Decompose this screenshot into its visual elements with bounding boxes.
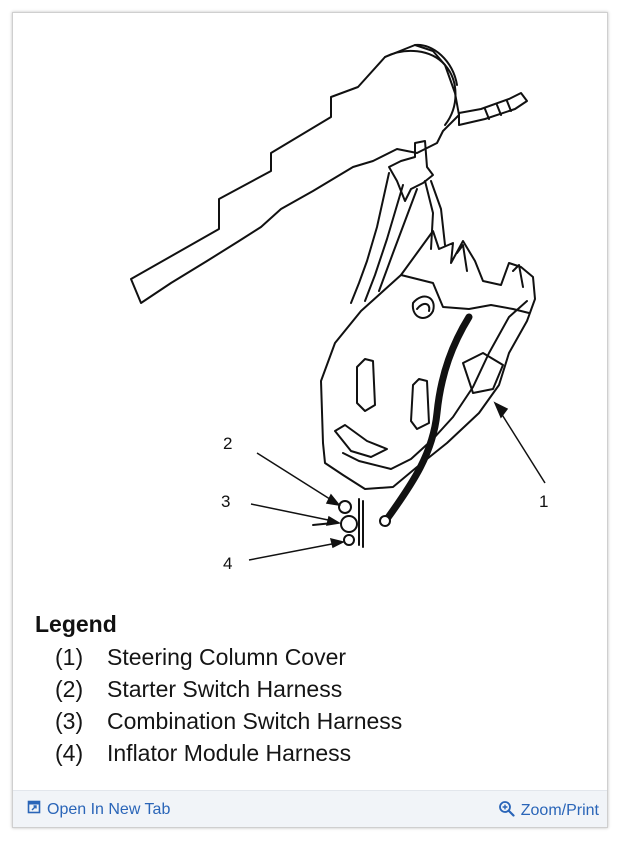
open-in-new-tab-link[interactable]: Open In New Tab	[27, 800, 170, 819]
zoom-print-label: Zoom/Print	[520, 802, 599, 819]
zoom-magnifier-icon	[498, 800, 515, 822]
diagram-figure: 1 2 3 4	[13, 13, 609, 603]
switch-bracket	[388, 140, 434, 202]
callout-4: 4	[223, 554, 232, 573]
steering-column-diagram: 1 2 3 4	[130, 43, 548, 573]
zoom-print-link[interactable]: Zoom/Print	[498, 800, 599, 822]
callout-2: 2	[223, 434, 232, 453]
image-card: 1 2 3 4 Legend (1) Steering Column Cover…	[12, 12, 608, 828]
legend-item: (3) Combination Switch Harness	[55, 708, 595, 740]
open-new-tab-icon	[27, 800, 41, 819]
legend-item-label: Steering Column Cover	[107, 644, 347, 670]
legend-item: (1) Steering Column Cover	[55, 644, 595, 676]
legend-item-label: Starter Switch Harness	[107, 676, 343, 702]
legend-title: Legend	[35, 611, 117, 637]
column-lever	[458, 92, 528, 126]
wiring-harness	[383, 313, 473, 523]
callout-2-leader	[256, 452, 334, 502]
callout-3-leader	[250, 503, 334, 522]
legend-item-number: (3)	[55, 708, 84, 734]
legend-item-label: Combination Switch Harness	[107, 708, 403, 734]
steering-column-cover	[320, 230, 536, 490]
callout-4-leader	[248, 542, 338, 561]
legend-item-label: Inflator Module Harness	[107, 740, 352, 766]
callout-1-leader	[500, 412, 546, 484]
legend-item-number: (1)	[55, 644, 84, 670]
legend-item-number: (2)	[55, 676, 84, 702]
callout-3: 3	[221, 492, 230, 511]
steering-column	[130, 44, 460, 304]
legend: Legend (1) Steering Column Cover (2) Sta…	[35, 611, 595, 772]
inflator-module-connector	[343, 534, 355, 546]
open-in-new-tab-label: Open In New Tab	[47, 800, 171, 818]
starter-switch-connector	[338, 500, 352, 514]
combination-switch-connector	[340, 515, 358, 533]
legend-item: (4) Inflator Module Harness	[55, 740, 595, 772]
legend-item: (2) Starter Switch Harness	[55, 676, 595, 708]
legend-item-number: (4)	[55, 740, 84, 766]
image-footer: Open In New Tab Zoom/Print	[13, 790, 607, 827]
callout-1: 1	[539, 492, 548, 511]
